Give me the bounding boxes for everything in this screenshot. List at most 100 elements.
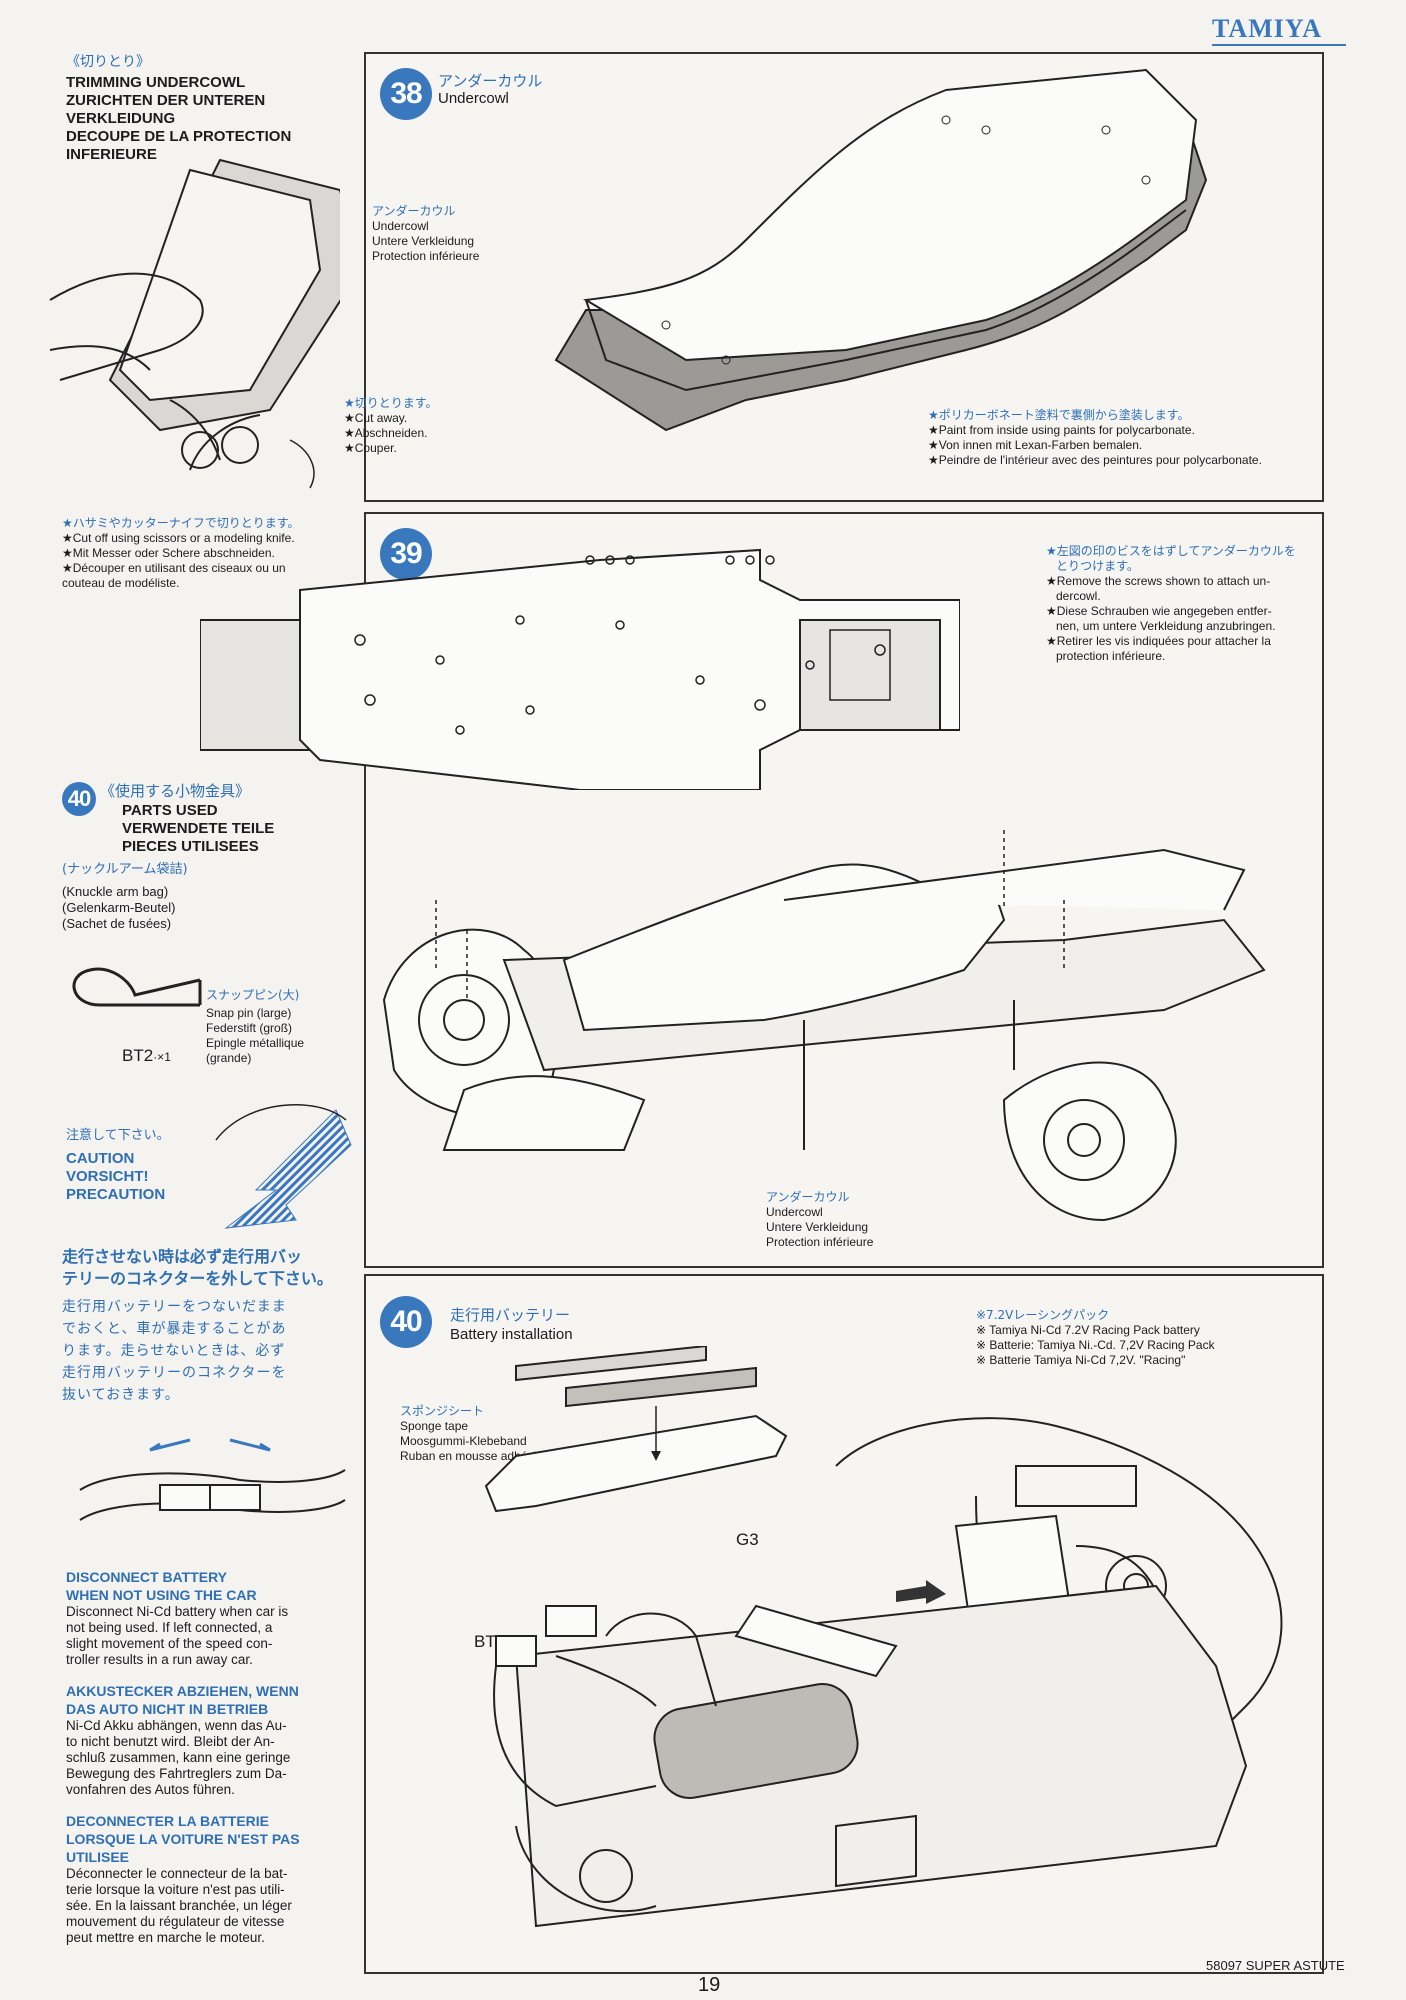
snap-pin-jp: スナップピン(大): [206, 988, 300, 1002]
step-38-jp-title: アンダーカウル: [438, 72, 543, 90]
caution-de-body-3: schluß zusammen, kann eine geringe: [66, 1750, 291, 1765]
step-38-part-label: アンダーカウル Undercowl Untere Verkleidung Pro…: [372, 204, 532, 264]
trim-illustration: [49, 158, 340, 489]
trim-notes: ★ハサミやカッターナイフで切りとります。 ★Cut off using scis…: [62, 516, 352, 591]
caution-en: CAUTION: [66, 1150, 135, 1167]
trim-note-jp: ★ハサミやカッターナイフで切りとります。: [62, 516, 300, 530]
caution-jp-body-2: でおくと、車が暴走することがあ: [62, 1321, 287, 1337]
step-39-note-jp-1: ★左図の印のビスをはずしてアンダーカウルを: [1046, 544, 1296, 558]
brand-underline: [1212, 44, 1346, 46]
caution-en-body-2: not being used. If left connected, a: [66, 1620, 273, 1635]
parts-badge: 40: [62, 782, 96, 816]
undercowl-attach-illustration: [382, 830, 1266, 1222]
caution-jp-body: 走行用バッテリーをつないだまま でおくと、車が暴走することがあ ります。走らせな…: [62, 1296, 287, 1406]
step-40-battery-note: ※7.2Vレーシングパック ※ Tamiya Ni-Cd 7.2V Racing…: [976, 1308, 1306, 1368]
step-40-jp-title: 走行用バッテリー: [450, 1306, 571, 1324]
step-39-note-fr-1: ★Retirer les vis indiquées pour attacher…: [1046, 634, 1271, 648]
caution-fr-body-1: Déconnecter le connecteur de la bat-: [66, 1866, 288, 1881]
part-label-jp: アンダーカウル: [372, 204, 456, 218]
snap-pin-en: Snap pin (large): [206, 1006, 292, 1020]
caution-de-title-2: DAS AUTO NICHT IN BETRIEB: [66, 1701, 269, 1717]
caution-jp-big-1: 走行させない時は必ず走行用バッ: [62, 1247, 303, 1266]
snap-pin-qty: ·×1: [153, 1050, 171, 1064]
snap-pin-code: BT2·×1: [122, 1046, 171, 1066]
step-39-note-en-2: dercowl.: [1056, 589, 1101, 603]
caution-jp-body-5: 抜いておきます。: [62, 1387, 180, 1403]
step-39-part-label: アンダーカウル Undercowl Untere Verkleidung Pro…: [766, 1190, 926, 1250]
paint-note-en: ★Paint from inside using paints for poly…: [928, 423, 1195, 437]
trim-note-fr-2: couteau de modéliste.: [62, 576, 180, 590]
g3-label: G3: [736, 1530, 759, 1549]
parts-title-de: VERWENDETE TEILE: [122, 820, 275, 837]
paint-note-fr: ★Peindre de l'intérieur avec des peintur…: [928, 453, 1262, 467]
caution-de: VORSICHT!: [66, 1168, 149, 1185]
snap-pin-de: Federstift (groß): [206, 1021, 293, 1035]
caution-jp-body-4: 走行用バッテリーのコネクターを: [62, 1365, 287, 1381]
trim-title-2: ZURICHTEN DER UNTEREN: [66, 92, 266, 109]
battery-install-illustration: [493, 1417, 1283, 1928]
cut-note-jp: ★切りとります。: [344, 396, 438, 410]
caution-en-body-1: Disconnect Ni-Cd battery when car is: [66, 1604, 289, 1619]
caution-jp-big: 走行させない時は必ず走行用バッ テリーのコネクターを外して下さい。: [62, 1246, 333, 1290]
step-40-title: Battery installation: [450, 1326, 573, 1343]
caution-jp-body-1: 走行用バッテリーをつないだまま: [62, 1299, 287, 1315]
caution-jp: 注意して下さい。: [66, 1128, 170, 1143]
caution-fr-body-5: peut mettre en marche le moteur.: [66, 1930, 265, 1945]
model-footer: 58097 SUPER ASTUTE: [1206, 1958, 1345, 1973]
cut-note-de: ★Abschneiden.: [344, 426, 428, 440]
caution-en-title-2: WHEN NOT USING THE CAR: [66, 1587, 257, 1603]
caution-de-body-1: Ni-Cd Akku abhängen, wenn das Au-: [66, 1718, 287, 1733]
parts-bag-en: (Knuckle arm bag): [62, 884, 169, 899]
step-39-label-de: Untere Verkleidung: [766, 1220, 869, 1234]
trim-title-1: TRIMMING UNDERCOWL: [66, 74, 246, 91]
step-38-cut-note: ★切りとります。 ★Cut away. ★Abschneiden. ★Coupe…: [344, 396, 494, 456]
cut-note-fr: ★Couper.: [344, 441, 397, 455]
sponge-en: Sponge tape: [400, 1419, 469, 1433]
snap-pin-icon: [72, 967, 202, 1007]
caution-text-blocks: DISCONNECT BATTERY WHEN NOT USING THE CA…: [66, 1568, 356, 1946]
step-40-badge: 40: [380, 1296, 432, 1348]
caution-fr-title-1: DECONNECTER LA BATTERIE: [66, 1813, 269, 1829]
parts-title-en: PARTS USED: [122, 802, 218, 819]
caution-de-body-2: to nicht benutzt wird. Bleibt der An-: [66, 1734, 275, 1749]
cut-note-en: ★Cut away.: [344, 411, 408, 425]
snap-pin-fr-1: Epingle métallique: [206, 1036, 305, 1050]
caution-fr: PRECAUTION: [66, 1186, 166, 1203]
battery-note-jp: ※7.2Vレーシングパック: [976, 1308, 1110, 1322]
part-label-en: Undercowl: [372, 219, 429, 233]
caution-de-title-1: AKKUSTECKER ABZIEHEN, WENN: [66, 1683, 299, 1699]
step-39-label-jp: アンダーカウル: [766, 1190, 850, 1204]
caution-fr-title-3: UTILISEE: [66, 1849, 130, 1865]
step-38-title: Undercowl: [438, 90, 509, 107]
parts-jp-title: 《使用する小物金具》: [100, 782, 251, 800]
caution-fr-body-4: mouvement du régulateur de vitesse: [66, 1914, 285, 1929]
parts-titles: PARTS USED VERWENDETE TEILE PIECES UTILI…: [122, 802, 342, 856]
trim-note-fr-1: ★Découper en utilisant des ciseaux ou un: [62, 561, 286, 575]
part-label-de: Untere Verkleidung: [372, 234, 475, 248]
parts-bag-fr: (Sachet de fusées): [62, 916, 172, 931]
step-39-label-en: Undercowl: [766, 1205, 823, 1219]
step-39-note-jp-2: とりつけます。: [1056, 559, 1139, 573]
caution-fr-body-2: terie lorsque la voiture n'est pas utili…: [66, 1882, 285, 1897]
step-39-note-de-1: ★Diese Schrauben wie angegeben entfer-: [1046, 604, 1272, 618]
trim-section: 《切りとり》 TRIMMING UNDERCOWL ZURICHTEN DER …: [66, 54, 356, 164]
parts-bag-de: (Gelenkarm-Beutel): [62, 900, 176, 915]
step-38-badge: 38: [380, 68, 432, 120]
snap-pin-labels: Snap pin (large) Federstift (groß) Eping…: [206, 1006, 346, 1066]
paint-note-de: ★Von innen mit Lexan-Farben bemalen.: [928, 438, 1143, 452]
step-39-badge: 39: [380, 528, 432, 580]
caution-fr-body-3: sée. En la laissant branchée, un léger: [66, 1898, 292, 1913]
step-39-note-en-1: ★Remove the screws shown to attach un-: [1046, 574, 1271, 588]
trim-jp-title: 《切りとり》: [66, 54, 150, 70]
caution-arrow-icon: [215, 1104, 352, 1229]
step-40-box: 40 走行用バッテリー Battery installation ※7.2Vレー…: [364, 1274, 1324, 1974]
undercowl-illustration: [554, 68, 1208, 432]
trim-title-4: DECOUPE DE LA PROTECTION: [66, 128, 292, 145]
trim-note-de: ★Mit Messer oder Schere abschneiden.: [62, 546, 275, 560]
chassis-underside-illustration: [200, 548, 960, 790]
caution-de-body-4: Bewegung des Fahrtreglers zum Da-: [66, 1766, 287, 1781]
sponge-jp: スポンジシート: [400, 1404, 485, 1418]
step-39-notes: ★左図の印のビスをはずしてアンダーカウルを とりつけます。 ★Remove th…: [1046, 544, 1316, 664]
trim-title-3: VERKLEIDUNG: [66, 110, 176, 127]
caution-de-body-5: vonfahren des Autos führen.: [66, 1782, 235, 1797]
